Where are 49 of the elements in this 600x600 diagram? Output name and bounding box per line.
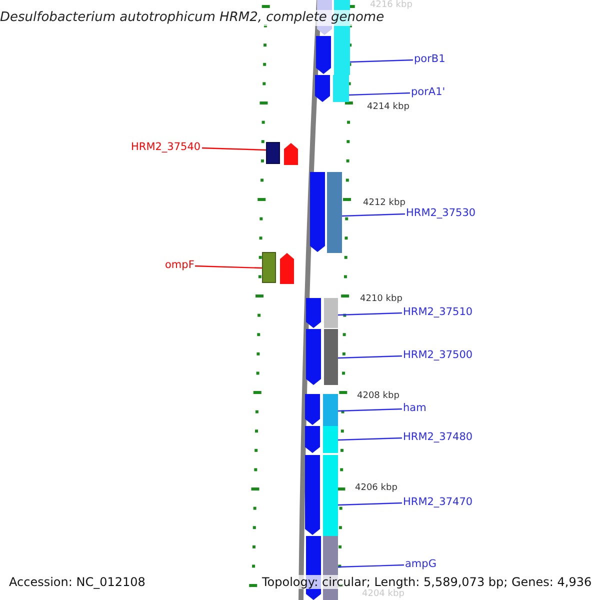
cog-bar: [323, 394, 338, 426]
cog-bar: [327, 172, 342, 253]
cog-bar: [323, 455, 338, 536]
cog-bar: [323, 426, 338, 453]
gene-glyph: [305, 426, 320, 453]
genome-info-text: Topology: circular; Length: 5,589,073 bp; Genes: 4,936: [262, 575, 592, 589]
gene-glyph: [280, 253, 294, 284]
gene-glyph: [305, 455, 320, 535]
scale-label: 4214 kbp: [367, 102, 410, 112]
cog-bar: [324, 329, 338, 385]
cog-bar: [324, 298, 338, 328]
gene-label: HRM2_37530: [406, 207, 476, 220]
scale-label: 4206 kbp: [355, 483, 398, 493]
gene-label: ompF: [165, 259, 194, 272]
leader-line: [338, 437, 402, 441]
leader-line: [338, 312, 402, 316]
scale-label: 4210 kbp: [360, 294, 402, 304]
gene-glyph: [284, 143, 298, 165]
gene-box: [262, 252, 276, 283]
scale-label: 4208 kbp: [357, 391, 400, 401]
gene-glyph: [315, 75, 330, 102]
title: Desulfobacterium autotrophicum HRM2, complete genome: [0, 10, 384, 26]
gene-label: HRM2_37540: [131, 141, 201, 154]
accession-text: Accession: NC_012108: [9, 575, 146, 589]
leader-line: [348, 92, 410, 96]
leader-line: [350, 59, 414, 63]
cog-bar: [333, 75, 349, 102]
gene-glyph: [306, 329, 321, 385]
gene-label: HRM2_37470: [403, 496, 473, 509]
gene-glyph: [316, 36, 331, 74]
gene-label: HRM2_37510: [403, 306, 473, 319]
gene-label: porA1': [411, 86, 446, 99]
gene-glyph: [310, 172, 325, 252]
leader-line: [194, 265, 262, 269]
gene-label: ampG: [405, 558, 436, 571]
leader-line: [202, 147, 266, 151]
gene-box: [266, 142, 280, 164]
gene-glyph: [306, 298, 321, 328]
gene-label: HRM2_37500: [403, 349, 473, 362]
gene-label: ham: [403, 402, 426, 415]
gene-label: HRM2_37480: [403, 431, 473, 444]
leader-line: [342, 213, 406, 217]
gene-glyph: [305, 394, 320, 425]
scale-label: 4212 kbp: [363, 198, 406, 208]
leader-line: [338, 355, 402, 359]
leader-line: [338, 564, 404, 568]
leader-line: [338, 502, 402, 506]
leader-line: [338, 408, 402, 412]
gene-label: porB1: [414, 53, 446, 66]
